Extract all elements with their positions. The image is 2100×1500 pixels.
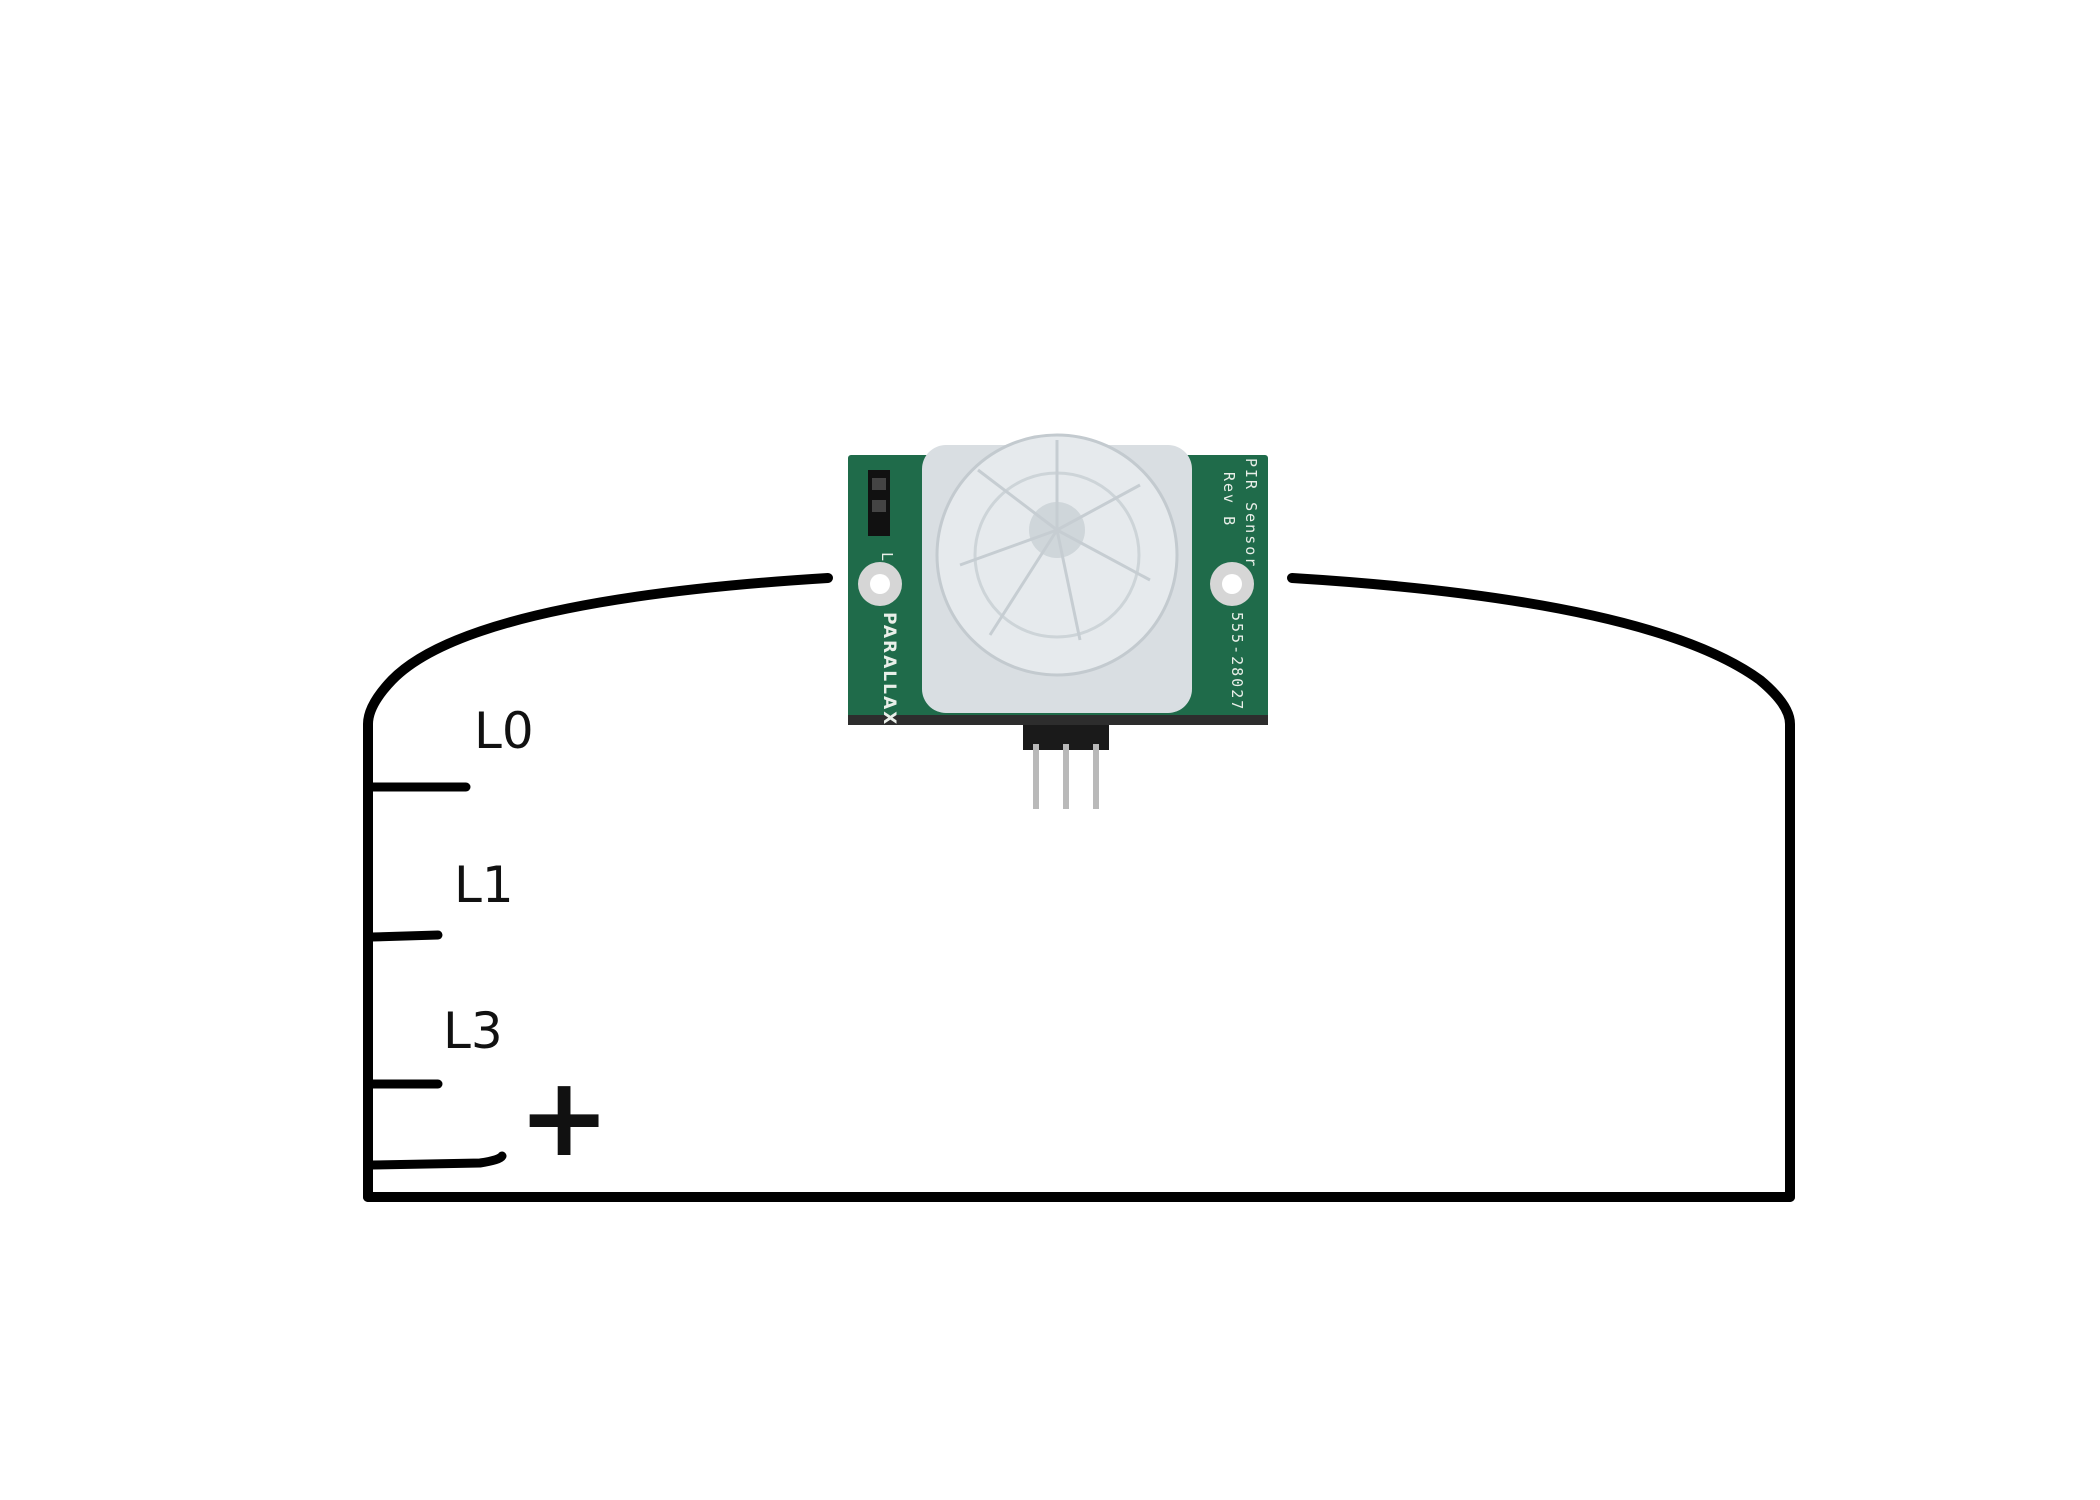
mounting-hole-left: [858, 562, 902, 606]
label-l1: L1: [454, 856, 514, 914]
enclosure-left-arc: [363, 573, 833, 1202]
plus-symbol: +: [518, 1053, 610, 1181]
label-l0: L0: [474, 702, 534, 760]
mounting-hole-right: [1210, 562, 1254, 606]
tick-plus: [367, 1151, 507, 1170]
title-line2-text: Rev B: [1220, 472, 1238, 527]
fresnel-lens: [922, 433, 1192, 713]
level-ticks: [367, 782, 507, 1170]
brand-text: PARALLAX: [879, 612, 899, 726]
pir-sensor-image: L PARALLAX 555-28027 PIR Sensor Rev B: [848, 433, 1268, 809]
header-pins: [1023, 722, 1109, 809]
tick-l1: [367, 930, 443, 942]
enclosure-outline: [363, 573, 1795, 1202]
enclosure-right-arc: [1287, 573, 1795, 1202]
title-line1-text: PIR Sensor: [1242, 458, 1260, 568]
jumper: [868, 470, 890, 536]
label-l3: L3: [443, 1002, 503, 1060]
jumper-label: L: [878, 552, 896, 563]
part-number-text: 555-28027: [1228, 612, 1246, 711]
